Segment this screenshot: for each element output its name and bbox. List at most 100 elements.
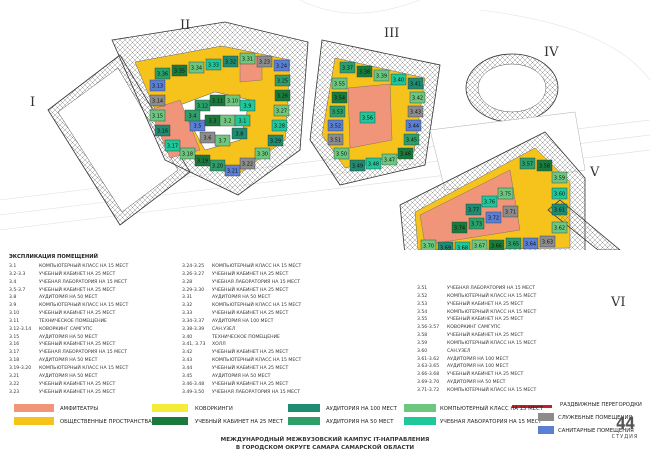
building-number-5: V (590, 165, 600, 180)
room-label: 3.15 (152, 113, 163, 119)
sanitary-label: САНИТАРНЫЕ ПОМЕЩЕНИЯ (558, 428, 634, 434)
room-code: 3.31 (182, 295, 193, 301)
room-label: 3.26 (277, 93, 288, 99)
room-block (519, 157, 536, 170)
building-number-3: III (384, 26, 400, 41)
room-block (154, 124, 171, 137)
room-name: АУДИТОРИЯ НА 100 МЕСТ (212, 318, 274, 324)
room-code: 3.21 (9, 373, 20, 379)
room-block (381, 153, 398, 166)
room-label: 3.4 (189, 113, 197, 119)
room-block (551, 221, 568, 234)
room-code: 3.46-3.48 (182, 381, 205, 387)
room-name: КОМПЬЮТЕРНЫЙ КЛАСС НА 15 МЕСТ (39, 303, 129, 309)
room-name: УЧЕБНЫЙ КАБИНЕТ НА 25 МЕСТ (447, 301, 524, 307)
room-block (405, 119, 422, 132)
room-block (331, 77, 348, 90)
room-label: 3.77 (468, 207, 479, 213)
room-code: 3.60 (417, 348, 428, 354)
room-name: КОМПЬЮТЕРНЫЙ КЛАСС НА 15 МЕСТ (212, 358, 302, 364)
room-label: 3.70 (423, 243, 434, 249)
room-name: САН.УЗЕЛ (212, 326, 236, 332)
room-code: 3.33 (182, 311, 193, 317)
room-block (234, 114, 251, 127)
room-block (468, 217, 485, 230)
room-name: УЧЕБНЫЙ КАБИНЕТ НА 25 МЕСТ (447, 333, 524, 339)
room-block (451, 221, 468, 234)
room-label: 3.49 (352, 163, 363, 169)
room-block (407, 77, 424, 90)
room-code: 3.32 (182, 303, 193, 309)
room-code: 3.52 (417, 293, 428, 299)
aud100-swatch (288, 404, 320, 412)
room-label: 3.64 (525, 241, 536, 247)
room-label: 3.21 (227, 168, 238, 174)
room-name: УЧЕБНАЯ ЛАБОРАТОРИЯ НА 15 МЕСТ (39, 350, 128, 356)
room-name: АУДИТОРИЯ НА 50 МЕСТ (39, 334, 98, 340)
room-label: 3.41 (410, 81, 421, 87)
room-label: 3.54 (334, 95, 345, 101)
room-block (274, 74, 291, 87)
room-name: УЧЕБНЫЙ КАБИНЕТ НА 25 МЕСТ (39, 271, 116, 277)
logo-studio-label: СТУДИЯ (611, 434, 639, 440)
room-label: 3.10 (227, 98, 238, 104)
room-block (239, 157, 256, 170)
room-code: 3.23 (9, 389, 20, 395)
room-name: УЧЕБНЫЙ КАБИНЕТ НА 25 МЕСТ (447, 372, 524, 378)
room-label: 3.39 (376, 73, 387, 79)
room-code: 3.11 (9, 318, 20, 324)
legend-row: 3.2-3.3 УЧЕБНЫЙ КАБИНЕТ НА 25 МЕСТ (9, 271, 128, 279)
room-label: 3.16 (157, 128, 168, 134)
room-name: АУДИТОРИЯ НА 50 МЕСТ (212, 295, 271, 301)
room-label: 3.52 (330, 123, 341, 129)
room-name: КОМПЬЮТЕРНЫЙ КЛАСС НА 15 МЕСТ (39, 264, 129, 269)
room-block (365, 157, 382, 170)
room-name: УЧЕБНАЯ ЛАБОРАТОРИЯ НА 15 МЕСТ (212, 389, 301, 395)
room-name: КОВОРКИНГ САМГУПС (39, 326, 93, 332)
room-label: 3.14 (152, 98, 163, 104)
room-label: 3.44 (408, 123, 419, 129)
room-block (437, 241, 454, 250)
room-block (331, 91, 348, 104)
room-label: 3.5 (194, 123, 202, 129)
room-block (420, 239, 437, 250)
room-label: 3.55 (334, 81, 345, 87)
studio-logo: 44 СТУДИЯ (611, 414, 639, 440)
room-code: 3.44 (182, 365, 193, 371)
room-code: 3.2-3.3 (9, 271, 26, 277)
aud50-label: АУДИТОРИЯ НА 50 МЕСТ (326, 419, 394, 425)
room-code: 3.29-3.30 (182, 287, 205, 293)
legend-row: 3.31 АУДИТОРИЯ НА 50 МЕСТ (182, 294, 301, 302)
room-label: 3.25 (277, 78, 288, 84)
room-label: 3.22 (242, 161, 253, 167)
sanitary-swatch (538, 426, 554, 434)
room-code: 3.71-3.72 (417, 387, 440, 393)
room-block (205, 58, 222, 71)
room-block (551, 187, 568, 200)
room-name: АУДИТОРИЯ НА 50 МЕСТ (212, 373, 271, 379)
room-label: 3.18 (182, 151, 193, 157)
room-label: 3.46 (400, 151, 411, 157)
room-name: АУДИТОРИЯ НА 50 МЕСТ (39, 295, 98, 301)
room-label: 3.28 (274, 123, 285, 129)
